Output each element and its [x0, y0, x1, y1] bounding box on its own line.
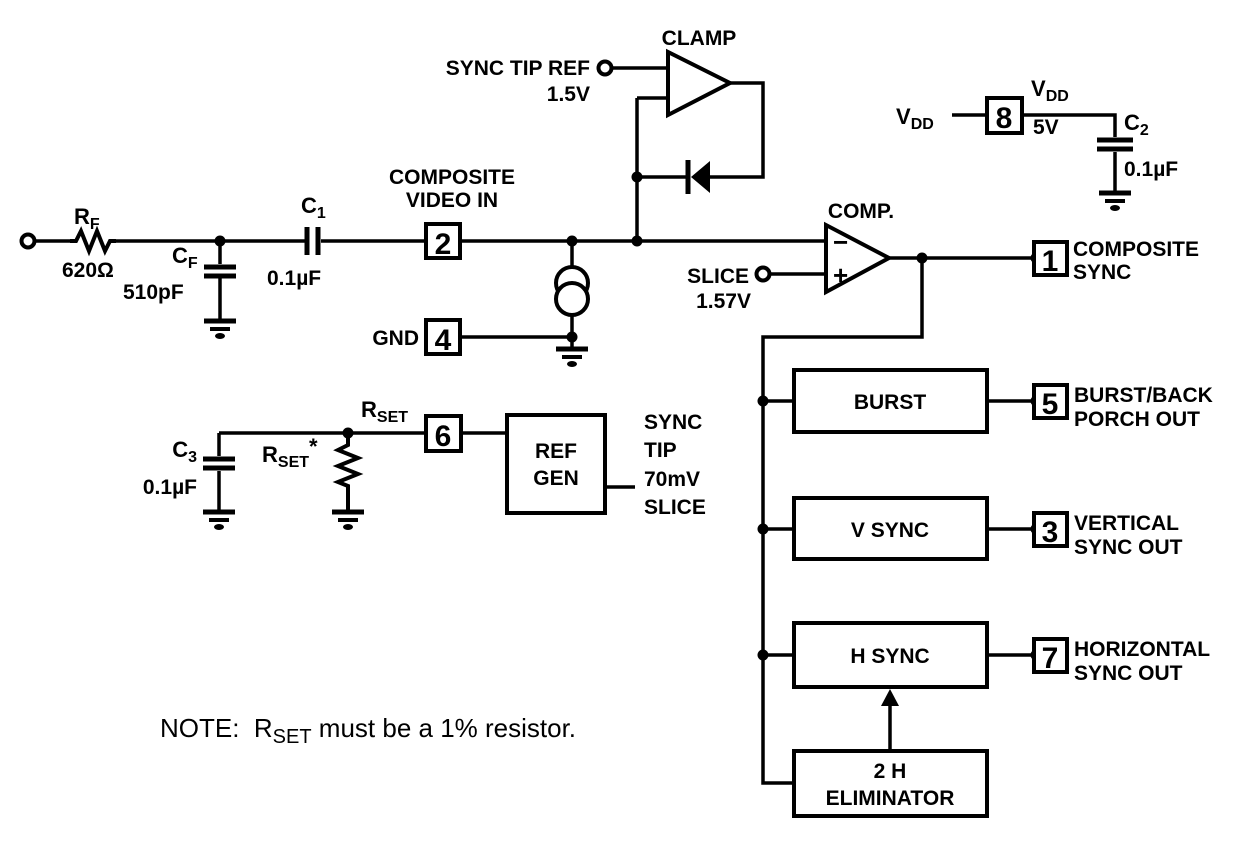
ground-symbol [556, 346, 588, 367]
composite-sync-label-line2: SYNC [1073, 261, 1131, 284]
eliminator-label-line1: 2 H [874, 760, 907, 783]
vdd-section: VDD 8 VDD 5V C2 0.1µF [896, 76, 1178, 211]
vsync-out-label-line1: VERTICAL [1074, 512, 1179, 535]
ground-symbol [1099, 190, 1131, 211]
eliminator-box [792, 749, 989, 818]
pin1-box [1032, 240, 1069, 277]
pin2-number: 2 [435, 228, 452, 261]
ref-out-label-line2: TIP [644, 439, 677, 462]
input-network: RF 620Ω CF 510pF C1 0.1µF [19, 193, 426, 339]
rset-shunt-label: RSET* [262, 434, 318, 471]
comp-plus-sign: + [833, 260, 848, 290]
vdd-rail-value: 5V [1033, 116, 1059, 139]
video-in-label-line1: COMPOSITE [389, 166, 515, 189]
gnd-label: GND [372, 327, 419, 350]
hsync-out-label-line2: SYNC OUT [1074, 662, 1183, 685]
pin5-box [1032, 383, 1069, 420]
cf-capacitor [204, 241, 236, 319]
vdd-rail-label: VDD [1031, 76, 1069, 105]
ground-symbol [203, 509, 235, 530]
arrow-up-icon [881, 689, 899, 751]
signal-bus [757, 258, 924, 785]
comp-minus-sign: − [833, 227, 848, 257]
c1-label: C1 [301, 193, 326, 222]
clamp-diode [691, 161, 710, 193]
current-source [554, 281, 590, 317]
pin4-number: 4 [435, 324, 452, 357]
rset-wire-label: RSET [361, 397, 408, 426]
pin1-composite-sync: 1 COMPOSITE SYNC [1032, 238, 1199, 284]
clamp-section: SYNC TIP REF 1.5V CLAMP [446, 27, 765, 241]
pin3-number: 3 [1042, 516, 1059, 549]
ref-gen-label-line1: REF [535, 440, 577, 463]
pin7-number: 7 [1042, 642, 1059, 675]
c3-value: 0.1µF [143, 476, 197, 499]
rf-label: RF [74, 204, 100, 233]
ref-out-label-line1: SYNC [644, 411, 702, 434]
ref-out-label-line3: 70mV [644, 468, 700, 491]
sync-tip-ref-label: SYNC TIP REF [446, 57, 590, 80]
clamp-amp-triangle [666, 48, 735, 119]
ref-gen-box [505, 413, 607, 515]
eliminator-section: 2 H ELIMINATOR [792, 689, 989, 818]
c2-label: C2 [1124, 110, 1149, 139]
pin3-box [1032, 511, 1069, 548]
slice-value: 1.57V [696, 290, 751, 313]
rf-resistor [70, 225, 116, 257]
video-in-label-line2: VIDEO IN [406, 189, 498, 212]
cf-value: 510pF [123, 281, 184, 304]
c2-capacitor [1097, 137, 1133, 191]
burst-label: BURST [854, 391, 927, 414]
c3-capacitor [203, 433, 235, 510]
hsync-label: H SYNC [850, 645, 929, 668]
burst-section: BURST 5 BURST/BACK PORCH OUT [792, 368, 1213, 434]
vsync-section: V SYNC 3 VERTICAL SYNC OUT [792, 496, 1183, 561]
c1-capacitor [304, 227, 426, 255]
comp-triangle [824, 221, 894, 296]
note-text: NOTE: RSET must be a 1% resistor. [160, 713, 576, 748]
hsync-box [792, 621, 989, 689]
input-terminal [19, 232, 37, 250]
vsync-out-label-line2: SYNC OUT [1074, 536, 1183, 559]
pin8-box [985, 96, 1024, 135]
vsync-label: V SYNC [851, 519, 929, 542]
c2-value: 0.1µF [1124, 158, 1178, 181]
cf-label: CF [172, 243, 198, 272]
hsync-out-label-line1: HORIZONTAL [1074, 638, 1210, 661]
ground-symbol [332, 509, 364, 530]
rset-resistor [332, 433, 364, 510]
pin6-number: 6 [435, 420, 452, 453]
vdd-source-label: VDD [896, 104, 934, 133]
ground-symbol [204, 318, 236, 339]
clamp-label: CLAMP [662, 27, 737, 50]
current-source-branch: GND 4 [372, 241, 590, 367]
pin8-number: 8 [996, 102, 1013, 135]
composite-sync-label-line1: COMPOSITE [1073, 238, 1199, 261]
eliminator-label-line2: ELIMINATOR [826, 787, 955, 810]
pin2-composite-video-in: COMPOSITE VIDEO IN 2 [389, 166, 826, 261]
pin4-box [424, 318, 462, 356]
burst-out-label-line2: PORCH OUT [1074, 408, 1200, 431]
comp-label: COMP. [828, 200, 894, 223]
pin7-box [1032, 637, 1069, 674]
c1-value: 0.1µF [267, 267, 321, 290]
slice-label: SLICE [687, 265, 749, 288]
c3-label: C3 [172, 437, 197, 466]
ref-gen-label-line2: GEN [533, 467, 579, 490]
rf-value: 620Ω [62, 259, 114, 282]
ref-out-label-line4: SLICE [644, 496, 706, 519]
vsync-box [792, 496, 989, 561]
pin1-number: 1 [1042, 245, 1059, 278]
sync-tip-ref-terminal [596, 59, 614, 77]
comparator-section: SLICE 1.57V COMP. − + [687, 200, 1042, 313]
burst-out-label-line1: BURST/BACK [1074, 384, 1213, 407]
sync-tip-ref-value: 1.5V [547, 83, 590, 106]
pin5-number: 5 [1042, 388, 1059, 421]
rset-refgen-section: C3 0.1µF RSET* RSET 6 REF GEN SYNC TIP 7… [143, 397, 706, 530]
hsync-section: H SYNC 7 HORIZONTAL SYNC OUT [792, 621, 1210, 689]
slice-terminal [754, 265, 772, 283]
